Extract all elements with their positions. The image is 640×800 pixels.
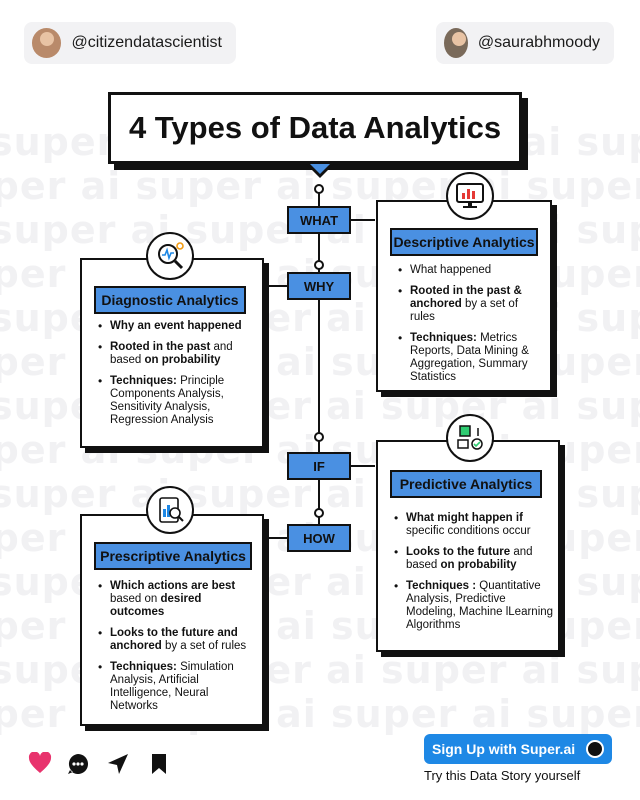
author-tag-left[interactable]: @citizendatascientist xyxy=(24,22,236,64)
tagline: Try this Data Story yourself xyxy=(424,768,581,783)
connector-how xyxy=(264,537,287,539)
monitor-chart-icon xyxy=(446,172,494,220)
tablet-search-icon xyxy=(146,486,194,534)
send-icon[interactable] xyxy=(106,752,130,776)
card-heading: Descriptive Analytics xyxy=(390,228,538,256)
card-list: What happened Rooted in the past & ancho… xyxy=(396,264,546,392)
list-item: Which actions are best based on desired … xyxy=(96,580,258,619)
superai-logo-icon xyxy=(586,740,604,758)
list-item: Why an event happened xyxy=(96,320,258,333)
connector-what xyxy=(351,219,375,221)
card-heading: Prescriptive Analytics xyxy=(94,542,252,570)
step-how: HOW xyxy=(287,524,351,552)
cube-flow-icon xyxy=(446,414,494,462)
title-box: 4 Types of Data Analytics xyxy=(108,92,522,164)
list-item: What happened xyxy=(396,264,546,277)
step-what: WHAT xyxy=(287,206,351,234)
list-item: What might happen if specific conditions… xyxy=(392,512,554,538)
handle-label: @citizendatascientist xyxy=(71,34,222,51)
heart-icon[interactable] xyxy=(28,751,52,774)
list-item: Techniques : Quantitative Analysis, Pred… xyxy=(392,580,554,632)
card-predictive: Predictive Analytics What might happen i… xyxy=(376,440,560,652)
signup-button-label: Sign Up with Super.ai xyxy=(432,741,576,757)
card-list: Why an event happened Rooted in the past… xyxy=(96,320,258,435)
card-heading: Predictive Analytics xyxy=(390,470,542,498)
author-tag-right[interactable]: @saurabhmoody xyxy=(436,22,614,64)
page-title: 4 Types of Data Analytics xyxy=(128,110,502,145)
timeline-node xyxy=(314,432,324,442)
list-item: Looks to the future and anchored by a se… xyxy=(96,627,258,653)
list-item: Looks to the future and based on probabi… xyxy=(392,546,554,572)
timeline-node xyxy=(314,260,324,270)
avatar xyxy=(444,28,468,58)
list-item: Rooted in the past and based on probabil… xyxy=(96,341,258,367)
title-pointer-fill xyxy=(310,164,330,174)
list-item: Techniques: Simulation Analysis, Artific… xyxy=(96,661,258,713)
card-diagnostic: Diagnostic Analytics Why an event happen… xyxy=(80,258,264,448)
connector-why xyxy=(264,285,287,287)
card-list: What might happen if specific conditions… xyxy=(392,512,554,640)
magnifier-gear-icon xyxy=(146,232,194,280)
connector-if xyxy=(351,465,375,467)
list-item: Techniques: Metrics Reports, Data Mining… xyxy=(396,332,546,384)
signup-button[interactable]: Sign Up with Super.ai xyxy=(424,734,612,764)
handle-label: @saurabhmoody xyxy=(477,34,600,51)
timeline-node xyxy=(314,508,324,518)
bookmark-icon[interactable] xyxy=(150,752,168,776)
timeline-spine xyxy=(318,188,320,548)
step-if: IF xyxy=(287,452,351,480)
list-item: Rooted in the past & anchored by a set o… xyxy=(396,285,546,324)
card-heading: Diagnostic Analytics xyxy=(94,286,246,314)
card-list: Which actions are best based on desired … xyxy=(96,580,258,721)
step-why: WHY xyxy=(287,272,351,300)
avatar xyxy=(32,28,62,58)
timeline-node xyxy=(314,184,324,194)
card-descriptive: Descriptive Analytics What happened Root… xyxy=(376,200,552,392)
list-item: Techniques: Principle Components Analysi… xyxy=(96,375,258,427)
card-prescriptive: Prescriptive Analytics Which actions are… xyxy=(80,514,264,726)
comment-icon[interactable] xyxy=(66,752,90,776)
